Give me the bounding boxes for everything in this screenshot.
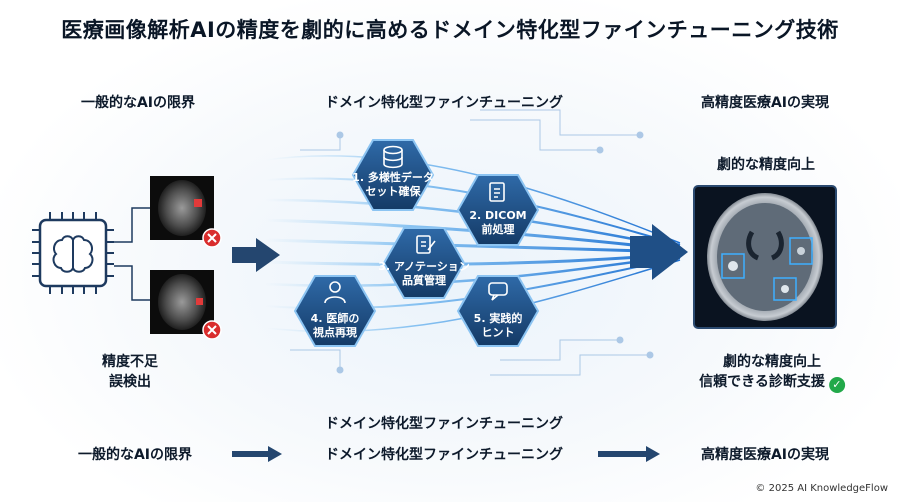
scan-thumbnail-2 xyxy=(150,270,214,334)
bottom-left-label: 一般的なAIの限界 xyxy=(77,447,193,463)
hexagon-step-1 xyxy=(351,139,435,211)
hexagon-step-3 xyxy=(382,227,466,299)
right-heading: 高精度医療AIの実現 xyxy=(700,95,830,111)
flow-arrow-right xyxy=(630,224,688,280)
right-result-line1: 劇的な精度向上 xyxy=(722,354,821,370)
ai-chip-icon xyxy=(32,212,114,294)
document-icon xyxy=(489,182,505,202)
bottom-right-label: 高精度医療AIの実現 xyxy=(700,447,830,463)
left-result: 精度不足 誤検出 xyxy=(102,352,158,392)
step-1-label: 1. 多様性データセット確保 xyxy=(352,171,434,198)
right-subheading: 劇的な精度向上 xyxy=(717,157,815,173)
left-result-line2: 誤検出 xyxy=(109,374,151,390)
bottom-middle-label-2: ドメイン特化型ファインチューニング xyxy=(325,447,563,463)
chip-connectors xyxy=(114,207,150,301)
edit-icon xyxy=(416,235,436,254)
right-result: 劇的な精度向上 信頼できる診断支援✓ xyxy=(699,352,845,393)
middle-heading: ドメイン特化型ファインチューニング xyxy=(325,95,563,111)
error-icon xyxy=(202,228,222,248)
page-title: 医療画像解析AIの精度を劇的に高めるドメイン特化型ファインチューニング技術 xyxy=(61,18,839,42)
step-5-label: 5. 実践的ヒント xyxy=(473,312,523,339)
circuit-traces xyxy=(290,109,654,376)
database-icon xyxy=(383,145,403,169)
hexagon-step-2 xyxy=(456,174,540,246)
right-result-line2: 信頼できる診断支援✓ xyxy=(699,372,845,393)
copyright-footer: © 2025 AI KnowledgeFlow xyxy=(755,483,888,494)
left-result-line1: 精度不足 xyxy=(102,354,158,370)
hexagon-step-5 xyxy=(456,275,540,347)
flow-arrow-left xyxy=(232,238,280,272)
hexagon-step-4 xyxy=(293,275,377,347)
bottom-arrow-right xyxy=(598,446,660,462)
step-4-label: 4. 医師の視点再現 xyxy=(310,312,360,339)
scan-thumbnail-1 xyxy=(150,176,214,240)
left-heading: 一般的なAIの限界 xyxy=(80,95,196,111)
check-icon: ✓ xyxy=(828,377,845,393)
chat-icon xyxy=(488,282,508,301)
step-3-label: 3. アノテーション品質管理 xyxy=(378,260,470,287)
bottom-middle-label-1: ドメイン特化型ファインチューニング xyxy=(325,416,563,432)
error-icon xyxy=(202,320,222,340)
mri-result-image xyxy=(693,185,837,329)
doctor-icon xyxy=(324,281,346,304)
bottom-arrow-left xyxy=(232,446,282,462)
